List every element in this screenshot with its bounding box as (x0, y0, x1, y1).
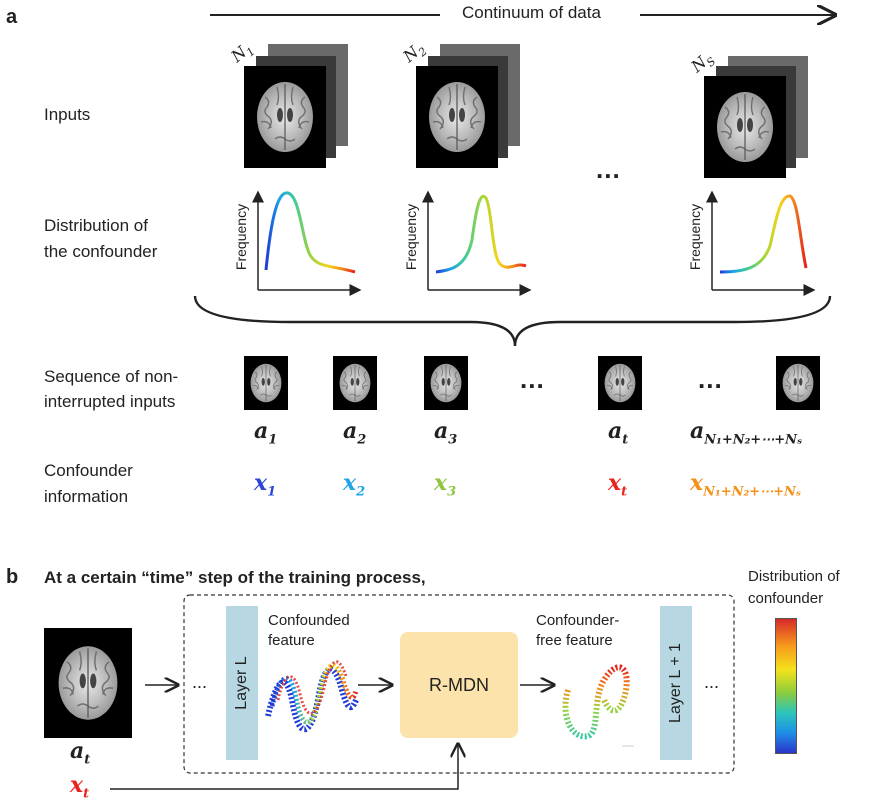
row-label-distribution-1: Distribution of (44, 216, 148, 235)
layer-l-box (226, 606, 258, 760)
continuum-label: Continuum of data (462, 3, 601, 22)
layer-l1-box (660, 606, 692, 760)
confounder-free-feature-sketch (562, 664, 630, 740)
seq-label-a2: a2 (343, 418, 367, 448)
panel-a-label: a (6, 6, 18, 28)
panel-b-label: b (6, 566, 19, 588)
input-label-at: at (70, 738, 91, 768)
conf-label-x2: x2 (343, 470, 366, 500)
seq-label-at: at (608, 418, 629, 448)
colorbar (775, 618, 797, 754)
curly-brace (193, 295, 832, 347)
colorbar-title-1: Distribution of (748, 568, 840, 585)
seq-label-a3: a3 (434, 418, 458, 448)
distribution-plot-1 (252, 190, 362, 296)
ellipsis-b-right: ... (704, 672, 720, 692)
ellipsis-seq-2: ... (698, 364, 723, 394)
dashed-module-box (183, 594, 735, 774)
distribution-plot-2 (422, 190, 532, 296)
confounded-feature-label-2: feature (268, 632, 315, 649)
ellipsis-seq-1: ... (520, 364, 545, 394)
confounded-feature-label-1: Confounded (268, 612, 350, 629)
panel-b-title: At a certain “time” step of the training… (44, 568, 426, 587)
row-label-sequence-1: Sequence of non- (44, 367, 179, 386)
row-label-inputs: Inputs (44, 105, 91, 124)
row-label-confounder-2: information (44, 487, 129, 506)
conf-label-xt: xt (608, 470, 628, 500)
colorbar-title-2: confounder (748, 590, 824, 607)
confounded-feature-sketch (265, 660, 359, 733)
r-mdn-block: R-MDN (400, 632, 518, 738)
conf-label-xlast: xN₁+N₂+⋯+Nₛ (690, 470, 801, 500)
row-label-confounder-1: Confounder (44, 461, 133, 480)
row-label-sequence-2: interrupted inputs (44, 392, 176, 411)
confounder-free-label-1: Confounder- (536, 612, 620, 629)
conf-label-x1: x1 (254, 470, 277, 500)
ellipsis-inputs: ... (596, 154, 621, 184)
ellipsis-b-left: ... (192, 672, 208, 692)
seq-label-a1: a1 (254, 418, 278, 448)
seq-label-alast: aN₁+N₂+⋯+Nₛ (690, 418, 803, 448)
confounder-free-label-2: free feature (536, 632, 613, 649)
distribution-plot-3 (706, 190, 816, 296)
conf-label-x3: x3 (434, 470, 457, 500)
conf-label-b-xt: xt (70, 772, 90, 802)
row-label-distribution-2: the confounder (44, 242, 158, 261)
